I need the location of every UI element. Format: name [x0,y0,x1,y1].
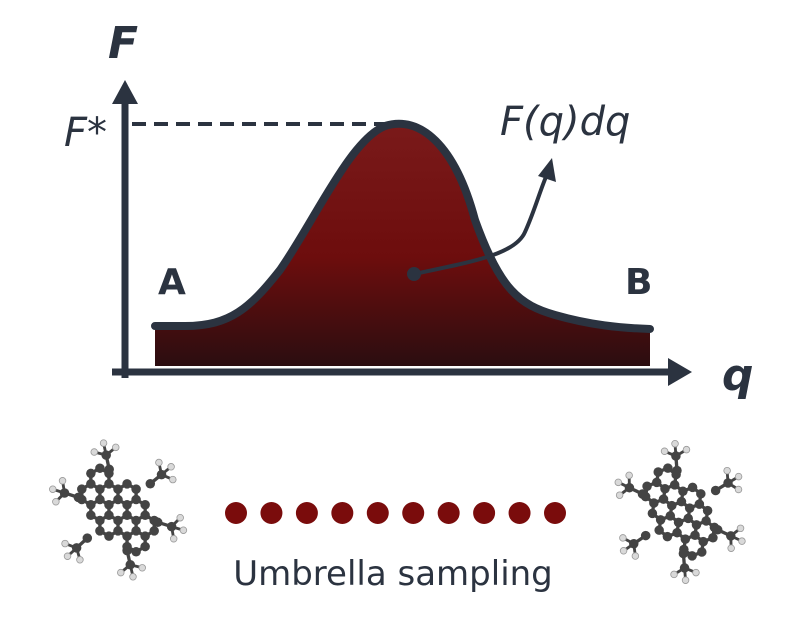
sampling-dot [437,502,460,524]
x-axis-label: q [722,350,754,401]
integral-pointer-dot [407,267,421,281]
integral-pointer-arrow [413,171,550,276]
y-axis-label: F [108,18,138,69]
sampling-dot [366,502,389,524]
molecule-icon [49,439,188,581]
free-energy-profile-curve [151,119,654,333]
sampling-dots [225,502,566,524]
sampling-dot [473,502,496,524]
y-axis-arrowhead [112,80,138,104]
sampling-dot [402,502,425,524]
sampling-dot [544,502,566,524]
x-axis-arrowhead [668,358,692,386]
sampling-dot [225,502,247,524]
caption: Umbrella sampling [233,554,553,594]
sampling-dot [331,502,354,524]
state-b-label: B [625,262,652,303]
free-energy-profile-fill [155,123,650,367]
sampling-dot [508,502,531,524]
integral-label: F(q)dq [500,99,630,145]
integral-pointer-arrowhead [538,158,556,182]
sampling-dot [260,502,283,524]
molecule-icon [614,439,746,584]
state-a-label: A [158,262,186,303]
sampling-dot [295,502,318,524]
peak-label: F* [64,110,107,156]
